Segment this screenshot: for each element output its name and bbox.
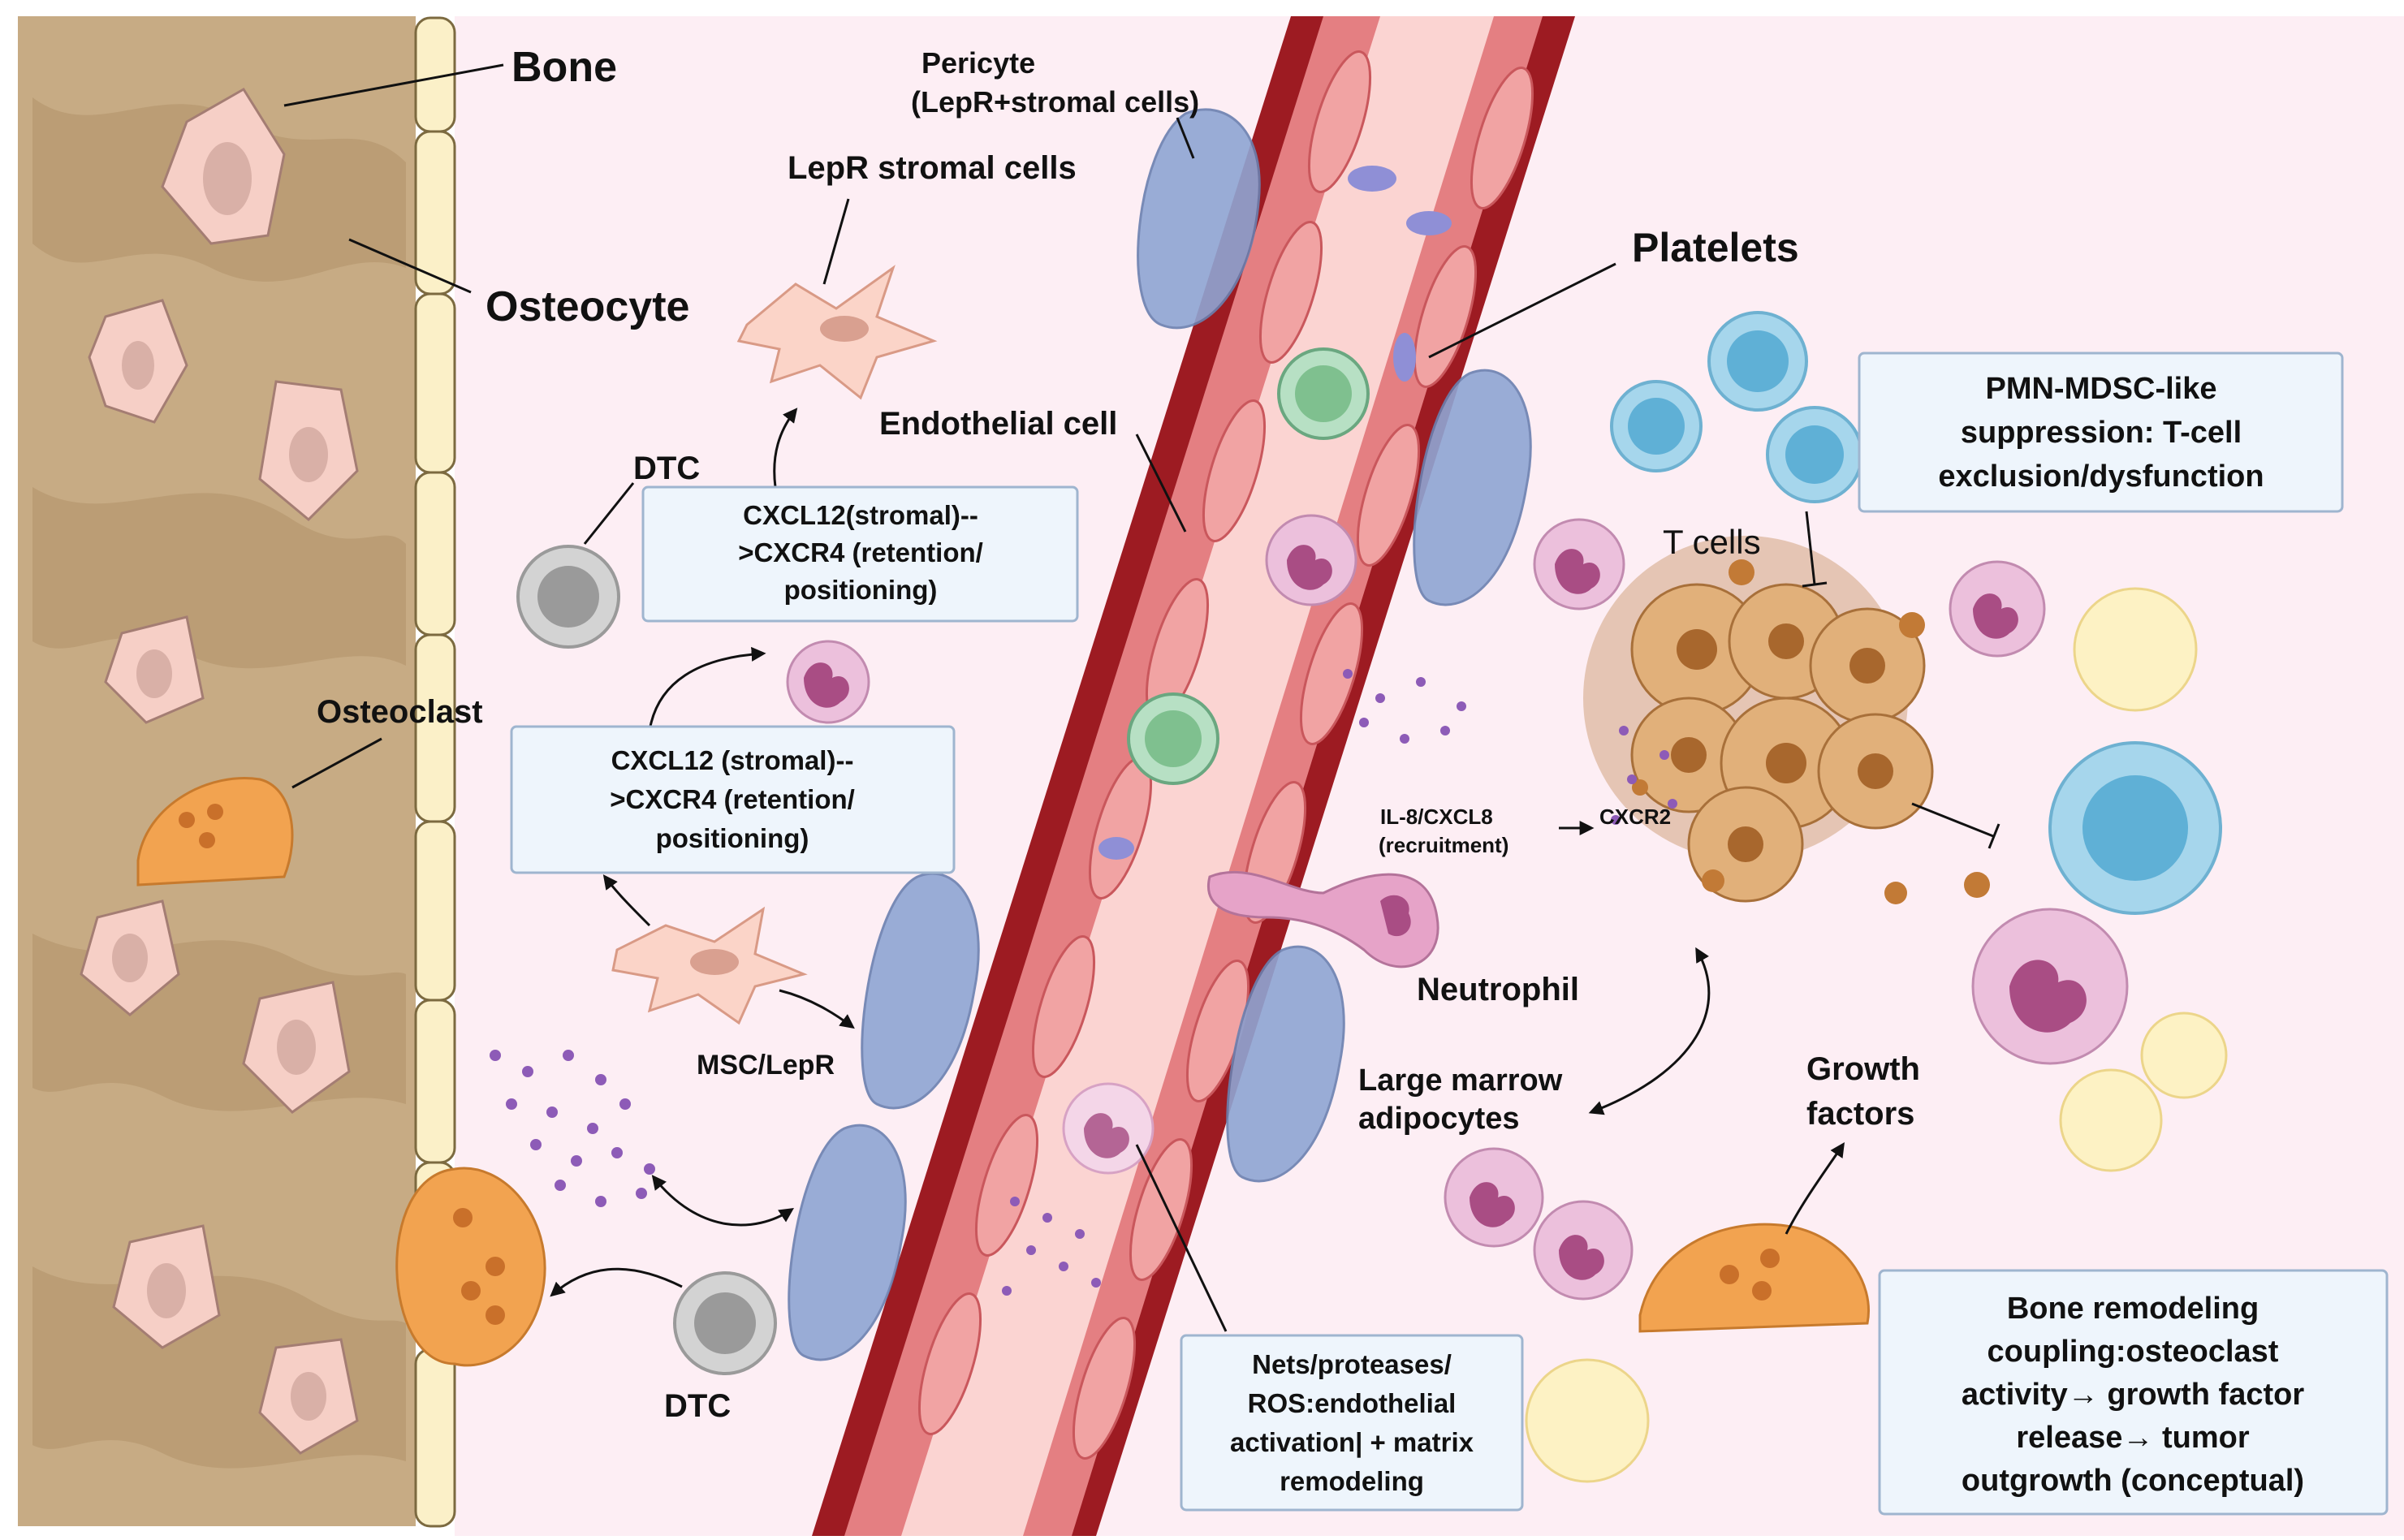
label-adipocytes-sub: adipocytes: [1358, 1102, 1520, 1136]
inhibition-lines: [1802, 511, 2000, 849]
svg-text:PMN-MDSC-like: PMN-MDSC-like: [1985, 372, 2216, 406]
label-neutrophil: Neutrophil: [1417, 972, 1579, 1007]
pericyte-cells: [788, 108, 1532, 1361]
svg-text:coupling:osteoclast: coupling:osteoclast: [1988, 1335, 2279, 1369]
label-osteoclast: Osteoclast: [317, 694, 483, 730]
svg-text:remodeling: remodeling: [1280, 1466, 1424, 1496]
osteoclast-bottom-right: [1638, 1223, 1870, 1333]
label-growth: Growth: [1806, 1051, 1920, 1087]
svg-text:Nets/proteases/: Nets/proteases/: [1252, 1349, 1452, 1379]
svg-text:>CXCR4 (retention/: >CXCR4 (retention/: [610, 784, 855, 814]
box-cxcl12-top: CXCL12(stromal)-- >CXCR4 (retention/ pos…: [641, 485, 1079, 623]
label-il8: IL-8/CXCL8: [1380, 805, 1493, 829]
label-pericyte: Pericyte: [921, 46, 1035, 80]
svg-text:suppression: T-cell: suppression: T-cell: [1961, 416, 2242, 450]
label-lepr-stromal: LepR stromal cells: [788, 150, 1077, 186]
label-pointers: [283, 63, 1616, 1332]
box-bone-remodeling: Bone remodeling coupling:osteoclast acti…: [1878, 1269, 2389, 1516]
label-msc-lepr: MSC/LepR: [697, 1050, 835, 1081]
box-nets: Nets/proteases/ ROS:endothelial activati…: [1180, 1334, 1524, 1512]
osteocyte-nuclei: [112, 142, 328, 1421]
svg-text:>CXCR4 (retention/: >CXCR4 (retention/: [738, 537, 983, 567]
cytokine-dots: [490, 669, 1677, 1296]
flow-arrows: [550, 408, 1845, 1297]
label-dtc-bottom: DTC: [664, 1388, 731, 1424]
label-t-cells: T cells: [1663, 523, 1761, 561]
platelets: [1098, 166, 1452, 860]
dtc-cells: [516, 545, 777, 1375]
label-cxcr2: CXCR2: [1599, 805, 1671, 829]
bone-region: [18, 16, 456, 1528]
svg-text:CXCL12 (stromal)--: CXCL12 (stromal)--: [611, 745, 854, 775]
svg-text:Bone remodeling: Bone remodeling: [2007, 1292, 2259, 1326]
box-cxcl12-mid: CXCL12 (stromal)-- >CXCR4 (retention/ po…: [510, 725, 956, 874]
endothelial-cells: [917, 50, 1534, 1460]
label-bone: Bone: [511, 44, 617, 91]
osteoclast-bottom-left: [395, 1167, 546, 1367]
label-adipocytes: Large marrow: [1358, 1063, 1563, 1098]
svg-text:release→ tumor: release→ tumor: [2016, 1421, 2249, 1455]
svg-text:activation| + matrix: activation| + matrix: [1230, 1427, 1474, 1457]
osteoclast-left: [136, 777, 294, 886]
label-endothelial: Endothelial cell: [879, 406, 1117, 442]
label-growth-sub: factors: [1806, 1096, 1914, 1132]
label-platelets: Platelets: [1632, 225, 1799, 270]
svg-text:positioning): positioning): [784, 575, 938, 605]
svg-text:activity→ growth factor: activity→ growth factor: [1962, 1378, 2304, 1412]
monocytes: [1127, 347, 1370, 785]
svg-text:positioning): positioning): [656, 823, 809, 853]
t-cells: [1610, 311, 2222, 915]
svg-text:ROS:endothelial: ROS:endothelial: [1248, 1388, 1457, 1418]
svg-text:outgrowth (conceptual): outgrowth (conceptual): [1962, 1464, 2304, 1498]
svg-text:exclusion/dysfunction: exclusion/dysfunction: [1938, 459, 2264, 494]
adipocytes: [1525, 587, 2228, 1483]
label-dtc-top: DTC: [633, 451, 700, 486]
stromal-nuclei: [690, 316, 869, 975]
label-recruitment: (recruitment): [1379, 833, 1508, 857]
label-pericyte-sub: (LepR+stromal cells): [911, 85, 1199, 119]
svg-text:CXCL12(stromal)--: CXCL12(stromal)--: [743, 500, 978, 530]
neutrophils: [786, 514, 2129, 1301]
label-osteocyte: Osteocyte: [486, 283, 689, 330]
box-pmn-mdsc: PMN-MDSC-like suppression: T-cell exclus…: [1858, 352, 2344, 513]
tumor-cluster: [1583, 536, 1990, 904]
